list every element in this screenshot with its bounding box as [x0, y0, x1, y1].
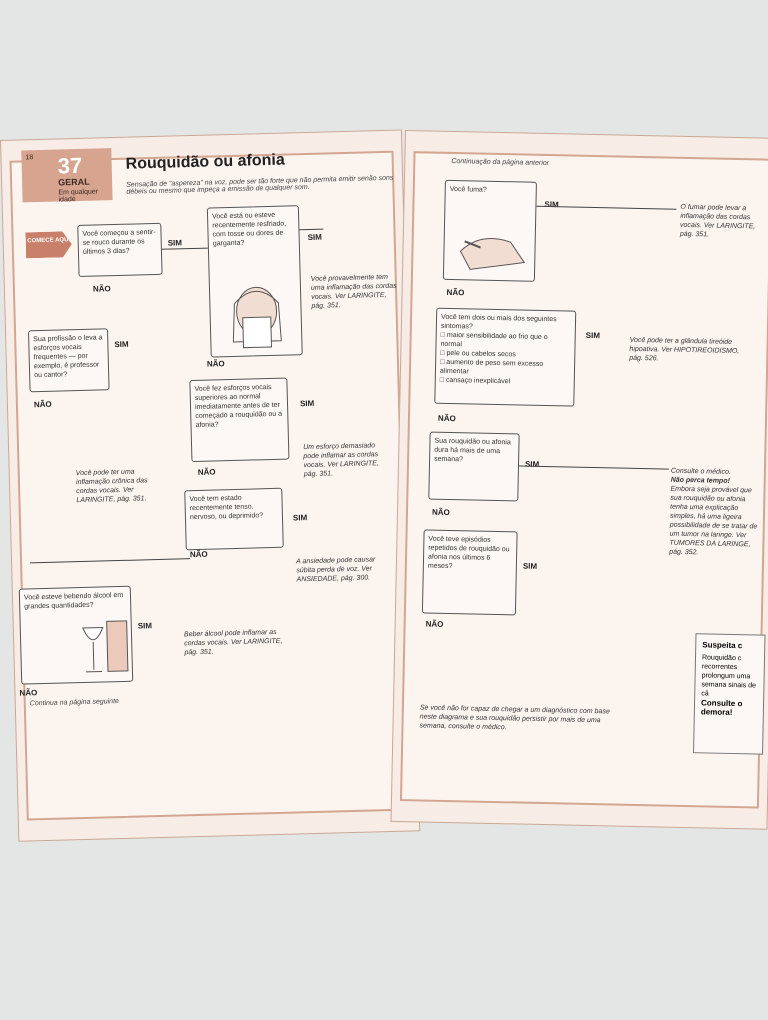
answer-4: Um esforço demasiado pode inflamar as co…	[303, 442, 379, 479]
yes-label: SIM	[524, 459, 540, 469]
question-box-duration: Sua rouquidão ou afonia dura há mais de …	[428, 431, 520, 502]
no-label: NÃO	[189, 549, 208, 560]
question-box-1: Você começou a sentir-se rouco durante o…	[77, 222, 163, 277]
page-number: 18	[25, 154, 34, 162]
question-text-2: Você está ou esteve recentemente resfria…	[211, 211, 287, 248]
no-label: NÃO	[92, 284, 111, 294]
no-label: NÃO	[425, 619, 444, 629]
suspicion-bold: Consulte o demora!	[700, 698, 743, 717]
suspicion-text: Rouquidão c recorrentes prolongum uma se…	[701, 654, 756, 698]
answer-doctor-bold: Não perca tempo!	[670, 476, 730, 485]
no-label: NÃO	[197, 467, 216, 477]
yes-label: SIM	[167, 238, 183, 248]
no-label: NÃO	[431, 507, 450, 518]
question-box-symptoms: Você tem dois ou mais dos seguintes sint…	[434, 307, 577, 407]
open-book: 18 37 GERAL Em qualquer idade Rouquidão …	[0, 110, 768, 842]
question-text-smoke: Você fuma?	[449, 185, 487, 194]
question-box-2: Você está ou esteve recentemente resfria…	[206, 205, 303, 358]
no-label: NÃO	[437, 413, 456, 424]
answer-doctor-title: Consulte o médico.	[670, 467, 731, 476]
answer-2: Você provavelmente tem uma inflamação da…	[310, 273, 397, 310]
answer-doctor: Consulte o médico. Não perca tempo! Embo…	[669, 467, 761, 559]
answer-smoke: O fumar pode levar a inflamação das cord…	[679, 203, 756, 239]
yes-label: SIM	[137, 621, 153, 631]
section-age: Em qualquer idade	[58, 188, 99, 204]
answer-doctor-text: Embora seja provável que sua rouquidão o…	[669, 485, 758, 557]
final-advice: Se você não for capaz de chegar a um dia…	[419, 704, 610, 732]
suspicion-title: Suspeita c	[702, 640, 743, 651]
question-box-4: Você fez esforços vocais superiores ao n…	[189, 377, 290, 463]
glasses-illustration	[82, 620, 129, 673]
yes-label: SIM	[307, 232, 323, 242]
left-page: 18 37 GERAL Em qualquer idade Rouquidão …	[0, 129, 421, 842]
answer-symptoms: Você pode ter a glândula tireóide hipoat…	[629, 336, 740, 363]
yes-label: SIM	[585, 330, 601, 341]
woman-blowing-nose-illustration	[232, 286, 282, 349]
answer-6: Beber álcool pode inflamar as cordas voc…	[183, 628, 283, 657]
no-label: NÃO	[33, 399, 52, 410]
hand-with-cigarette-illustration	[459, 238, 526, 270]
symptom-checklist: maior sensibilidade ao frio que o normal…	[440, 331, 571, 388]
question-text-6: Você esteve bebendo álcool em grandes qu…	[23, 591, 124, 611]
yes-label: SIM	[114, 339, 129, 350]
answer-3: Você pode ter uma inflamação crônica das…	[75, 468, 148, 505]
question-box-smoke: Você fuma?	[442, 179, 537, 282]
symptom-item: cansaço inexplicável	[440, 376, 570, 388]
yes-label: SIM	[292, 513, 308, 523]
section-header: 18 37 GERAL Em qualquer idade	[21, 148, 113, 204]
yes-label: SIM	[522, 561, 538, 571]
yes-label: SIM	[544, 199, 559, 210]
question-box-6: Você esteve bebendo álcool em grandes qu…	[18, 585, 134, 685]
question-text-symptoms: Você tem dois ou mais dos seguintes sint…	[440, 313, 557, 331]
no-label: NÃO	[446, 287, 465, 298]
answer-5: A ansiedade pode causar súbita perda de …	[296, 556, 376, 584]
yes-label: SIM	[299, 398, 315, 409]
question-box-recurrent: Você teve episódios repetidos de rouquid…	[421, 529, 518, 616]
suspicion-box: Suspeita c Rouquidão c recorrentes prolo…	[693, 633, 766, 755]
question-box-3: Sua profissão o leva a esforços vocais f…	[27, 328, 110, 393]
no-label: NÃO	[19, 688, 38, 698]
section-group: GERAL	[58, 176, 90, 188]
section-number: 37	[57, 152, 83, 179]
right-page: Continuação da página anterior Você fuma…	[390, 130, 768, 830]
no-label: NÃO	[206, 359, 225, 369]
question-box-5: Você tem estado recentemente tenso, nerv…	[184, 487, 284, 551]
